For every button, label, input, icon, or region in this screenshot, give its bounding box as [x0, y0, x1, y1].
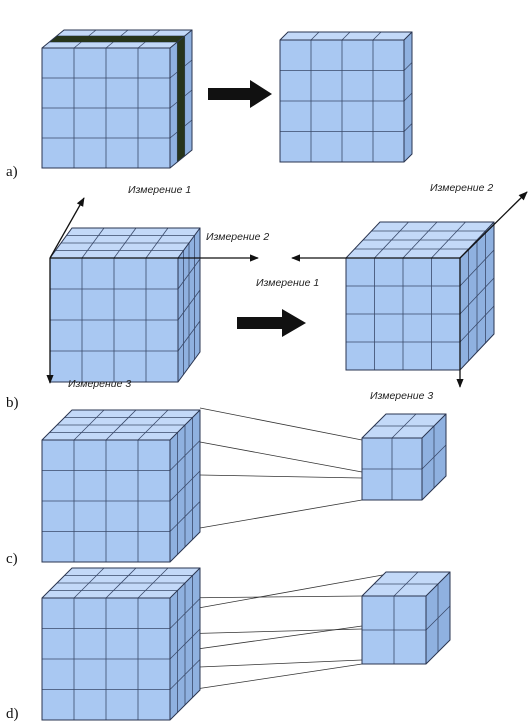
panel-a: a): [6, 29, 413, 180]
dimension-2-right-label: Измерение 2: [430, 182, 493, 194]
panel-label-b: b): [6, 395, 19, 411]
selected-slice-top: [49, 36, 185, 42]
cube-b-source: [49, 227, 201, 383]
cube-d-source: [41, 567, 201, 721]
panel-label-d: d): [6, 706, 19, 722]
panel-b: Измерение 1 Измерение 2 Измерение 3 Изме…: [6, 182, 528, 411]
axis-dimension-2-right: [459, 191, 528, 259]
panel-label-a: a): [6, 164, 18, 180]
transform-arrow-b: [237, 309, 306, 337]
cube-c-source: [41, 409, 201, 563]
panel-c: c): [6, 407, 447, 567]
dimension-3-right-label: Измерение 3: [370, 390, 433, 402]
drilldown-connectors-c: [199, 407, 363, 529]
dimension-1-left-label: Измерение 1: [128, 184, 191, 196]
transform-arrow-a: [208, 80, 272, 108]
panel-d: d): [6, 567, 451, 722]
cube-d-result: [361, 571, 451, 665]
panel-label-c: c): [6, 551, 18, 567]
dimension-2-left-label: Измерение 2: [206, 231, 269, 243]
cube-b-result: [345, 221, 495, 371]
cube-a-result: [279, 31, 413, 163]
axis-dimension-1-left: [49, 197, 85, 259]
cube-a-source: [41, 29, 193, 169]
drilldown-connectors-d: [175, 572, 395, 693]
selected-slice-side: [177, 36, 185, 162]
dimension-3-left-label: Измерение 3: [68, 378, 131, 390]
cube-c-result: [361, 413, 447, 501]
dimension-1-center-label: Измерение 1: [256, 277, 319, 289]
